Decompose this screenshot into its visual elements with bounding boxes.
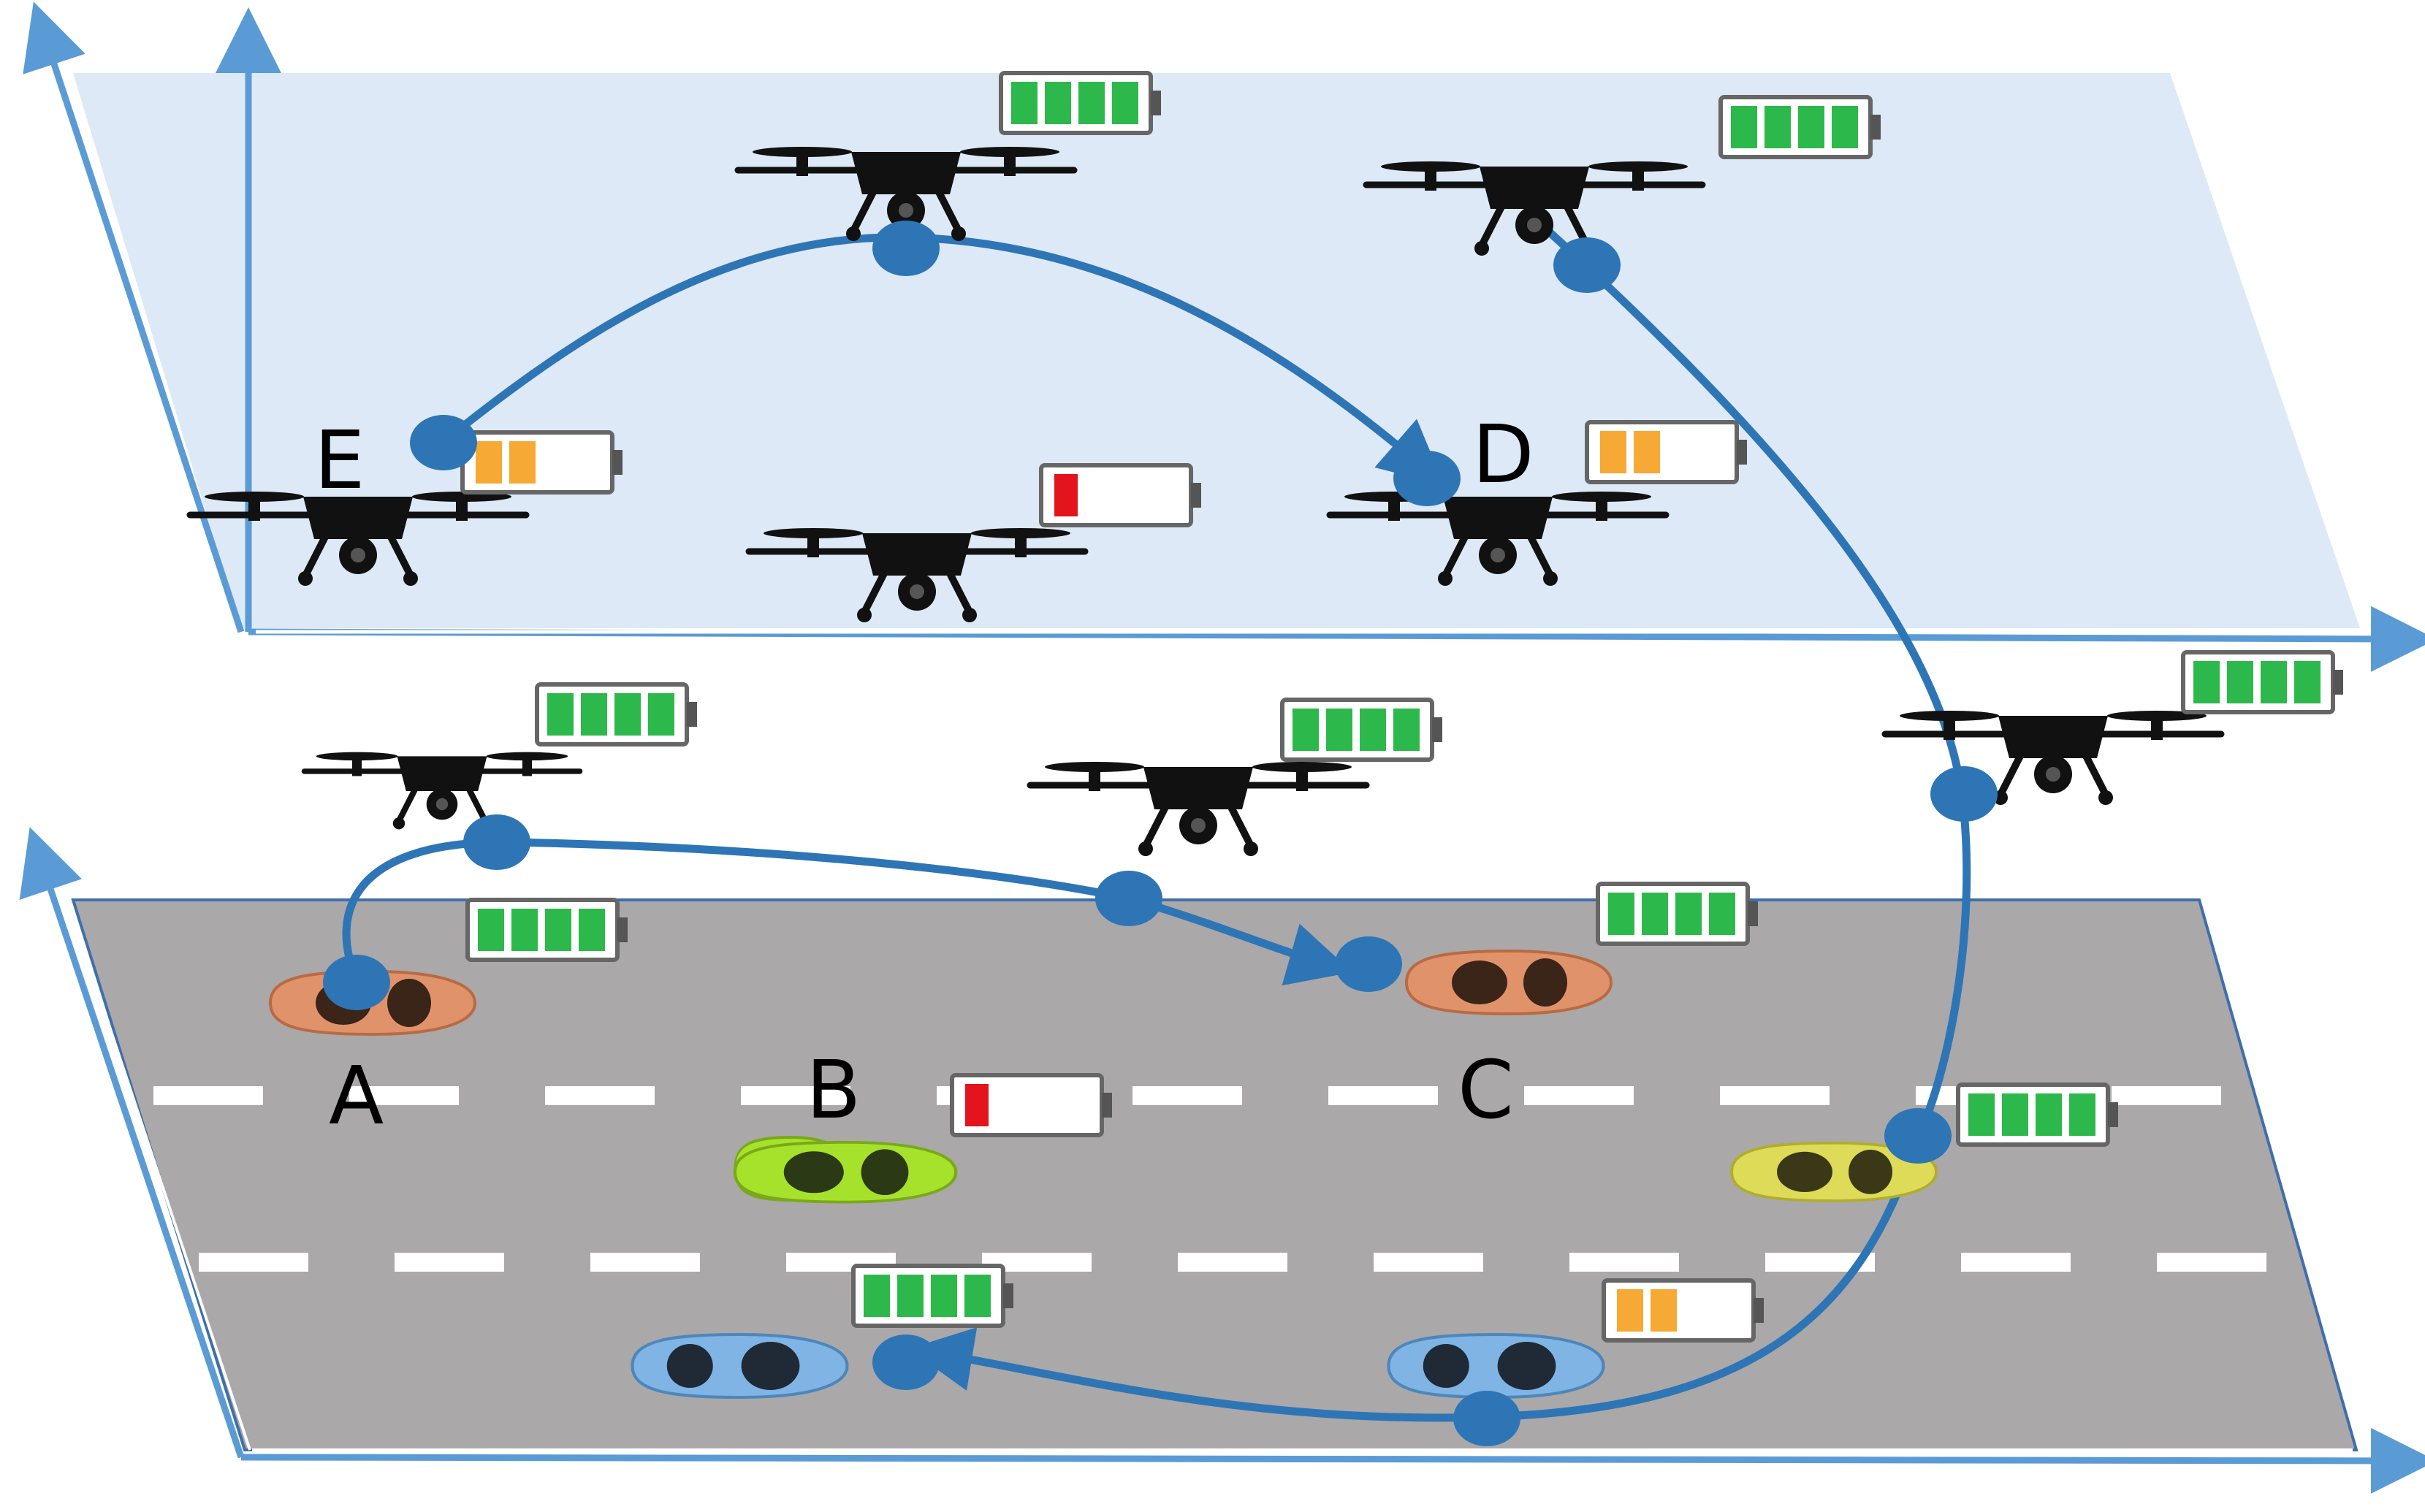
battery-full-car-a (468, 900, 628, 960)
battery-low-car-b (952, 1075, 1112, 1135)
drone-mid-center (1030, 762, 1366, 856)
battery-low-upper-center (1041, 465, 1201, 525)
label-e: E (314, 413, 365, 507)
battery-full-upper-top-center (1001, 73, 1161, 133)
car-b-body (735, 1142, 956, 1202)
label-a: A (329, 1049, 384, 1142)
uav-layer-plane (73, 73, 2360, 628)
car-blue-right (1389, 1335, 1604, 1397)
battery-full-mid-center (1282, 700, 1442, 760)
vehicle-layer-road (71, 898, 2359, 1451)
battery-full-car-c (1598, 884, 1758, 944)
battery-full-upper-top-right (1721, 97, 1881, 157)
battery-full-mid-right (2183, 652, 2343, 712)
path-nodes (323, 221, 1998, 1446)
car-c (1405, 950, 1613, 1015)
battery-half-car-blue-right (1604, 1280, 1764, 1340)
uav-layer-axes (23, 1, 2425, 672)
drone-mid-left (304, 752, 579, 830)
battery-half-drone-e (462, 432, 623, 492)
road-lane-markings (153, 1086, 2269, 1272)
label-b: B (806, 1043, 861, 1137)
car-blue-left (633, 1335, 848, 1397)
path-a-to-c (342, 838, 1353, 986)
vehicle-layer-axes (19, 827, 2425, 1494)
label-d: D (1472, 408, 1534, 501)
label-c: C (1458, 1043, 1514, 1137)
battery-full-car-yellow (1958, 1085, 2118, 1145)
battery-full-car-blue-left (853, 1266, 1013, 1326)
battery-half-drone-d (1587, 422, 1747, 482)
battery-full-mid-left (537, 684, 697, 744)
